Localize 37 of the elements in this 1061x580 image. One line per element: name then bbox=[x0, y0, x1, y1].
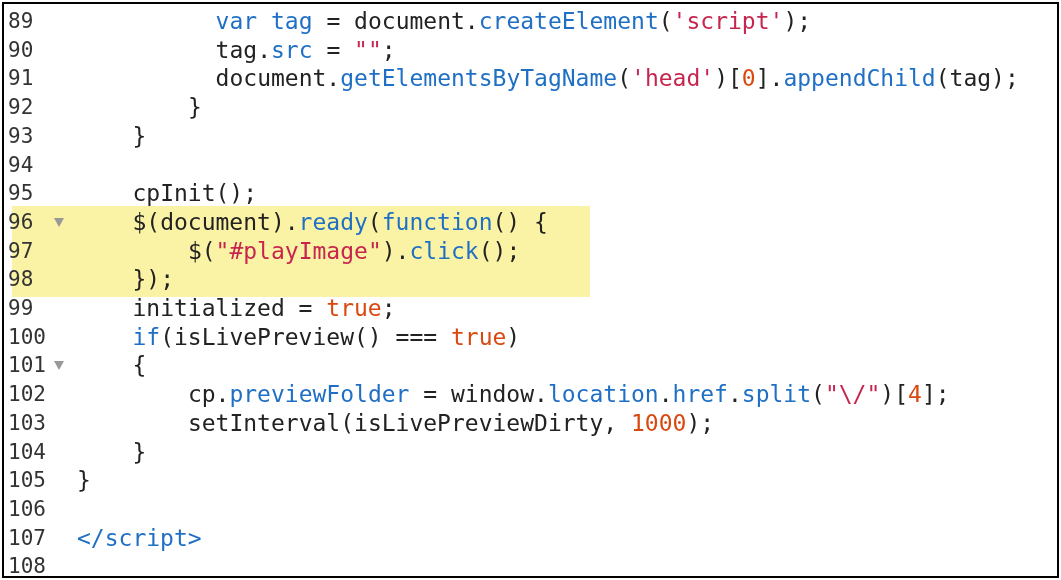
code-line: setInterval(isLivePreviewDirty, 1000); bbox=[187, 409, 715, 436]
line-number: 93 bbox=[8, 122, 34, 149]
code-line: } bbox=[132, 122, 147, 149]
line-number: 105 bbox=[8, 467, 46, 494]
line-number: 100 bbox=[8, 323, 46, 350]
code-line: cpInit(); bbox=[132, 180, 258, 207]
line-number: 95 bbox=[8, 180, 34, 207]
code-line: $("#playImage").click(); bbox=[187, 237, 521, 264]
line-number: 108 bbox=[8, 553, 46, 576]
line-number: 104 bbox=[8, 438, 46, 465]
code-line: if(isLivePreview() === true) bbox=[132, 323, 521, 350]
code-line: document.getElementsByTagName('head')[0].appendChild(tag); bbox=[215, 65, 1019, 92]
line-number: 103 bbox=[8, 409, 46, 436]
code-line: var tag = document.createElement('script'); bbox=[215, 8, 812, 34]
line-number: 92 bbox=[8, 94, 34, 121]
line-number: 91 bbox=[8, 65, 34, 92]
code-line: </script> bbox=[77, 524, 202, 551]
code-line: }); bbox=[132, 266, 174, 293]
line-number: 107 bbox=[8, 524, 46, 551]
code-line: cp.previewFolder = window.location.href.split("\/")[4]; bbox=[187, 381, 950, 408]
line-number: 96 bbox=[8, 208, 34, 235]
line-number: 98 bbox=[8, 266, 34, 293]
code-line: } bbox=[187, 94, 202, 121]
line-number: 89 bbox=[8, 8, 34, 34]
line-number: 101 bbox=[8, 352, 46, 379]
line-number: 102 bbox=[8, 381, 46, 408]
line-number: 94 bbox=[8, 151, 34, 178]
line-number: 90 bbox=[8, 36, 34, 63]
code-line: } bbox=[132, 438, 147, 465]
line-number: 99 bbox=[8, 295, 34, 321]
code-line: $(document).ready(function() { bbox=[132, 208, 548, 235]
line-number: 97 bbox=[8, 237, 34, 264]
code-line: initialized = true; bbox=[132, 295, 396, 321]
code-line: } bbox=[77, 467, 91, 494]
code-line: { bbox=[132, 352, 147, 379]
line-number: 106 bbox=[8, 495, 46, 522]
code-line: tag.src = ""; bbox=[215, 36, 396, 63]
